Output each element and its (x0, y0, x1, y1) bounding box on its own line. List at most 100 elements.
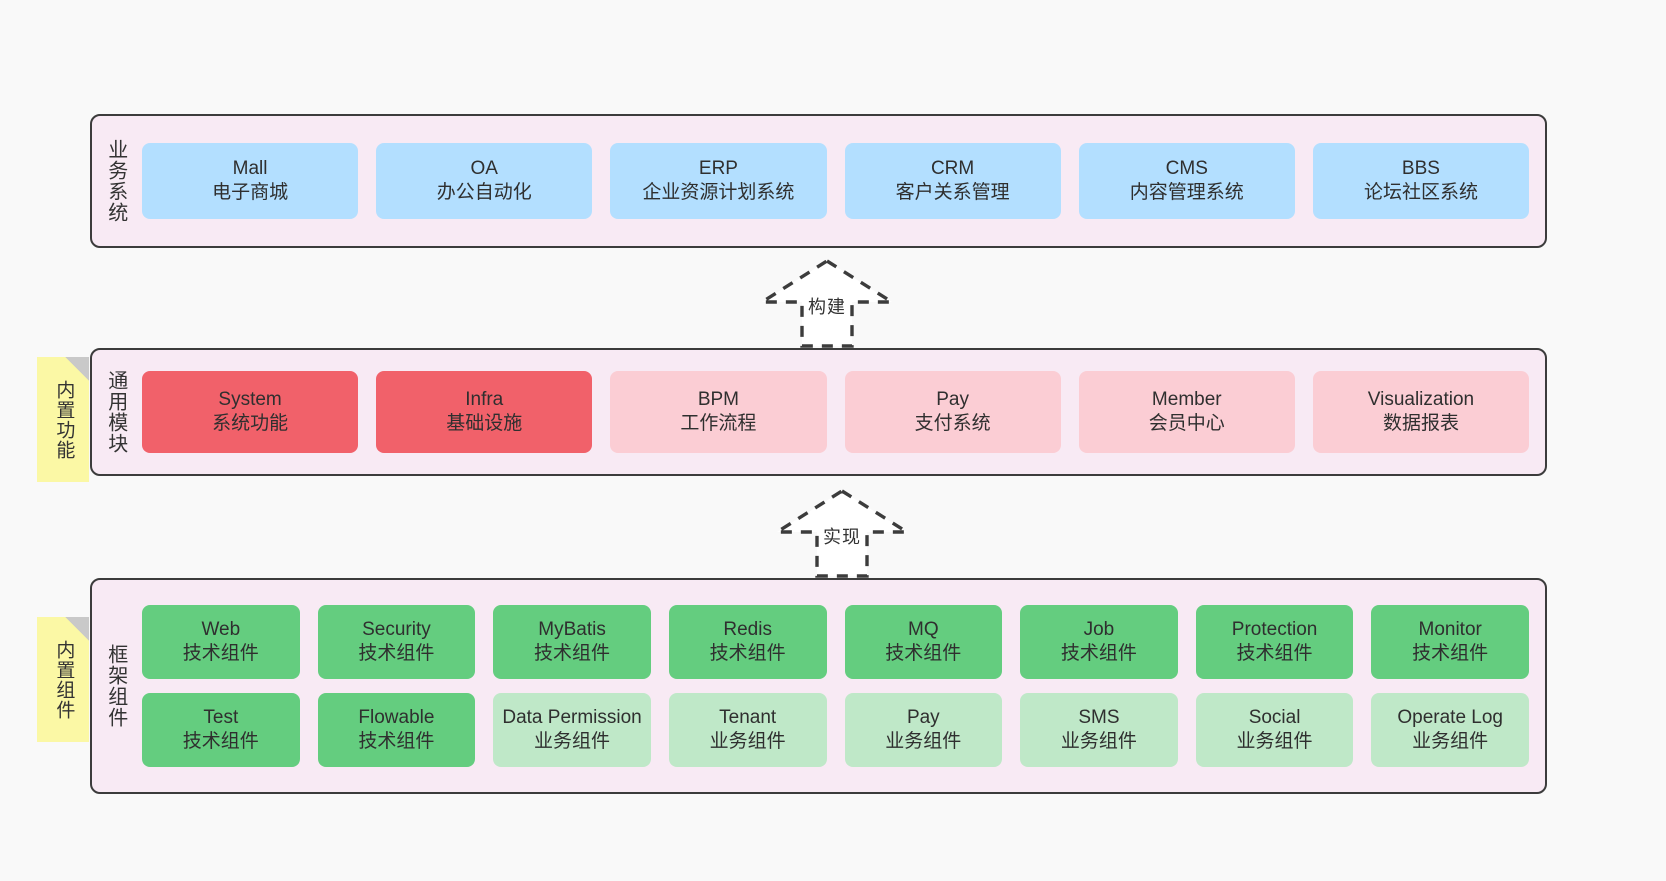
layer-body-framework-components: Web 技术组件 Security 技术组件 MyBatis 技术组件 Redi… (138, 580, 1545, 792)
card-subtitle: 系统功能 (212, 413, 289, 434)
card-title: ERP (698, 157, 738, 179)
card-title: Visualization (1367, 388, 1475, 410)
card-title: CMS (1165, 157, 1208, 179)
card-bpm[interactable]: BPM 工作流程 (610, 371, 827, 453)
layer-body-common-modules: System 系统功能 Infra 基础设施 BPM 工作流程 Pay 支付系统… (138, 350, 1545, 474)
card-tenant[interactable]: Tenant 业务组件 (668, 693, 827, 767)
card-mall[interactable]: Mall 电子商城 (142, 143, 359, 219)
card-title: Redis (723, 618, 772, 640)
card-subtitle: 业务组件 (534, 731, 611, 752)
layer-body-business-systems: Mall 电子商城 OA 办公自动化 ERP 企业资源计划系统 CRM 客户关系… (138, 116, 1545, 246)
card-subtitle: 技术组件 (1412, 643, 1489, 664)
note-builtin-components: 内置组件 (37, 617, 89, 742)
card-title: Tenant (719, 706, 777, 728)
card-subtitle: 技术组件 (358, 731, 435, 752)
note-label: 内置组件 (53, 639, 75, 720)
card-mq[interactable]: MQ 技术组件 (844, 605, 1003, 679)
card-title: System (218, 388, 282, 410)
card-title: CRM (930, 157, 975, 179)
card-title: Infra (465, 388, 504, 410)
note-fold-corner (65, 617, 89, 641)
arrow-label-implement: 实现 (823, 527, 861, 547)
card-subtitle: 业务组件 (1236, 731, 1313, 752)
card-title: Protection (1231, 618, 1318, 640)
card-test[interactable]: Test 技术组件 (142, 693, 300, 767)
card-title: MyBatis (538, 618, 606, 640)
card-subtitle: 工作流程 (680, 413, 757, 434)
card-title: BPM (697, 388, 740, 410)
card-title: Flowable (358, 706, 435, 728)
arrow-build: 构建 (756, 258, 898, 348)
card-subtitle: 基础设施 (446, 413, 523, 434)
card-social[interactable]: Social 业务组件 (1195, 693, 1354, 767)
card-subtitle: 企业资源计划系统 (642, 182, 795, 203)
layer-title-common-modules: 通用模块 (104, 370, 127, 454)
card-sms[interactable]: SMS 业务组件 (1020, 693, 1178, 767)
note-builtin-functions: 内置功能 (37, 357, 89, 482)
card-system[interactable]: System 系统功能 (142, 371, 359, 453)
card-cms[interactable]: CMS 内容管理系统 (1078, 143, 1295, 219)
card-title: Pay (906, 706, 940, 728)
card-erp[interactable]: ERP 企业资源计划系统 (610, 143, 827, 219)
card-pay[interactable]: Pay 支付系统 (844, 371, 1061, 453)
card-security[interactable]: Security 技术组件 (317, 605, 476, 679)
card-visualization[interactable]: Visualization 数据报表 (1312, 371, 1530, 453)
layer-framework-components: 框架组件 Web 技术组件 Security 技术组件 MyBatis 技术组件… (90, 578, 1547, 794)
card-subtitle: 会员中心 (1148, 413, 1225, 434)
card-subtitle: 论坛社区系统 (1363, 182, 1478, 203)
card-subtitle: 客户关系管理 (895, 182, 1010, 203)
card-subtitle: 数据报表 (1382, 413, 1459, 434)
card-job[interactable]: Job 技术组件 (1020, 605, 1178, 679)
card-infra[interactable]: Infra 基础设施 (376, 371, 593, 453)
card-web[interactable]: Web 技术组件 (142, 605, 300, 679)
card-protection[interactable]: Protection 技术组件 (1195, 605, 1354, 679)
card-title: Job (1083, 618, 1115, 640)
card-mybatis[interactable]: MyBatis 技术组件 (493, 605, 651, 679)
card-row: Web 技术组件 Security 技术组件 MyBatis 技术组件 Redi… (142, 605, 1529, 679)
card-row: Mall 电子商城 OA 办公自动化 ERP 企业资源计划系统 CRM 客户关系… (142, 143, 1530, 219)
card-title: OA (470, 157, 498, 179)
card-title: Operate Log (1397, 706, 1503, 728)
generalization-arrow-shape (771, 488, 913, 578)
arrow-label-build: 构建 (808, 297, 846, 317)
card-title: Monitor (1418, 618, 1482, 640)
layer-title-framework-components: 框架组件 (104, 644, 127, 728)
card-title: Pay (936, 388, 969, 410)
card-subtitle: 业务组件 (1412, 731, 1489, 752)
card-title: Mall (232, 157, 268, 179)
card-subtitle: 技术组件 (182, 643, 259, 664)
card-subtitle: 技术组件 (885, 643, 962, 664)
card-subtitle: 业务组件 (885, 731, 962, 752)
card-title: Social (1248, 706, 1301, 728)
card-subtitle: 电子商城 (212, 182, 289, 203)
generalization-arrow-shape (756, 258, 898, 348)
card-subtitle: 办公自动化 (436, 182, 532, 203)
arrow-implement: 实现 (771, 488, 913, 578)
card-member[interactable]: Member 会员中心 (1078, 371, 1295, 453)
card-crm[interactable]: CRM 客户关系管理 (844, 143, 1061, 219)
note-fold-corner (65, 357, 89, 381)
card-title: BBS (1401, 157, 1440, 179)
card-redis[interactable]: Redis 技术组件 (668, 605, 827, 679)
card-operate-log[interactable]: Operate Log 业务组件 (1371, 693, 1529, 767)
card-subtitle: 技术组件 (709, 643, 786, 664)
card-subtitle: 内容管理系统 (1129, 182, 1244, 203)
card-title: SMS (1078, 706, 1120, 728)
layer-title-business-systems: 业务系统 (104, 139, 127, 223)
card-title: Security (362, 618, 431, 640)
note-label: 内置功能 (53, 379, 75, 460)
card-subtitle: 业务组件 (709, 731, 786, 752)
card-row: System 系统功能 Infra 基础设施 BPM 工作流程 Pay 支付系统… (142, 371, 1530, 453)
card-title: MQ (908, 618, 939, 640)
card-bbs[interactable]: BBS 论坛社区系统 (1312, 143, 1530, 219)
card-title: Member (1151, 388, 1222, 410)
card-subtitle: 业务组件 (1060, 731, 1137, 752)
card-flowable[interactable]: Flowable 技术组件 (317, 693, 476, 767)
card-pay-business[interactable]: Pay 业务组件 (844, 693, 1003, 767)
card-title: Web (201, 618, 241, 640)
card-oa[interactable]: OA 办公自动化 (376, 143, 593, 219)
card-data-permission[interactable]: Data Permission 业务组件 (493, 693, 651, 767)
card-monitor[interactable]: Monitor 技术组件 (1371, 605, 1529, 679)
card-subtitle: 技术组件 (182, 731, 259, 752)
card-subtitle: 技术组件 (1236, 643, 1313, 664)
